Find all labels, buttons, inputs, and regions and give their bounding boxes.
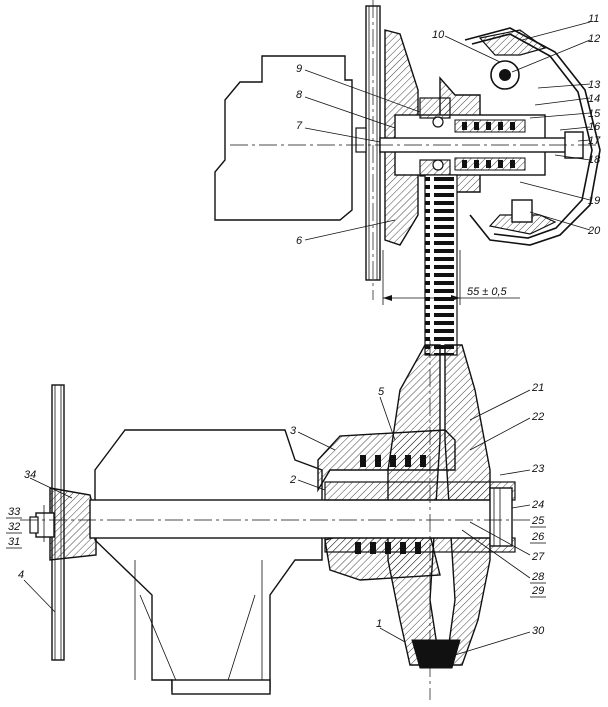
callout-33: 33 — [8, 506, 21, 518]
callout-3: 3 — [290, 425, 297, 437]
callout-21: 21 — [531, 382, 544, 394]
callout-34: 34 — [24, 469, 36, 481]
lower-shaft — [89, 481, 516, 553]
callout-6: 6 — [296, 235, 303, 247]
callout-11: 11 — [588, 13, 599, 25]
callout-16: 16 — [588, 121, 601, 133]
callout-32: 32 — [8, 521, 20, 533]
upper-spring — [462, 122, 515, 168]
callout-7: 7 — [296, 120, 303, 132]
callout-18: 18 — [588, 154, 601, 166]
callout-10: 10 — [432, 29, 445, 41]
lower-centre-line — [20, 340, 530, 700]
callout-23: 23 — [531, 463, 545, 475]
callout-4: 4 — [18, 569, 24, 581]
callout-24: 24 — [531, 499, 544, 511]
callout-13: 13 — [588, 79, 601, 91]
upper-engine-block — [214, 55, 353, 221]
drive-belt — [424, 174, 458, 356]
lower-belt-section — [411, 639, 461, 669]
callout-28: 28 — [531, 571, 545, 583]
lower-gearbox-housing — [94, 429, 323, 695]
callout-29: 29 — [531, 585, 544, 597]
callout-12: 12 — [588, 33, 600, 45]
callout-27: 27 — [531, 551, 545, 563]
callout-5: 5 — [378, 386, 385, 398]
leader-lines — [23, 21, 591, 656]
lower-fan-hub — [29, 487, 97, 561]
callout-underlines — [6, 517, 546, 598]
dimension-belt-gap: 55 ± 0,5 — [382, 250, 520, 305]
callout-25: 25 — [531, 515, 545, 527]
upper-cover-housing — [464, 27, 601, 246]
upper-fan-disc — [355, 5, 381, 281]
callout-17: 17 — [588, 135, 601, 147]
callout-30: 30 — [532, 625, 545, 637]
callout-31: 31 — [8, 536, 20, 548]
callout-22: 22 — [531, 411, 544, 423]
callout-26: 26 — [531, 531, 545, 543]
callout-14: 14 — [588, 93, 600, 105]
callout-19: 19 — [588, 195, 600, 207]
dimension-label: 55 ± 0,5 — [467, 286, 508, 298]
callout-9: 9 — [296, 63, 302, 75]
callout-15: 15 — [588, 108, 601, 120]
upper-centre-line — [230, 0, 600, 300]
callout-labels: 1 2 3 4 5 6 7 8 9 10 11 12 13 14 15 16 1… — [8, 13, 601, 637]
callout-8: 8 — [296, 89, 303, 101]
callout-1: 1 — [376, 618, 382, 630]
callout-20: 20 — [587, 225, 601, 237]
callout-2: 2 — [289, 474, 296, 486]
